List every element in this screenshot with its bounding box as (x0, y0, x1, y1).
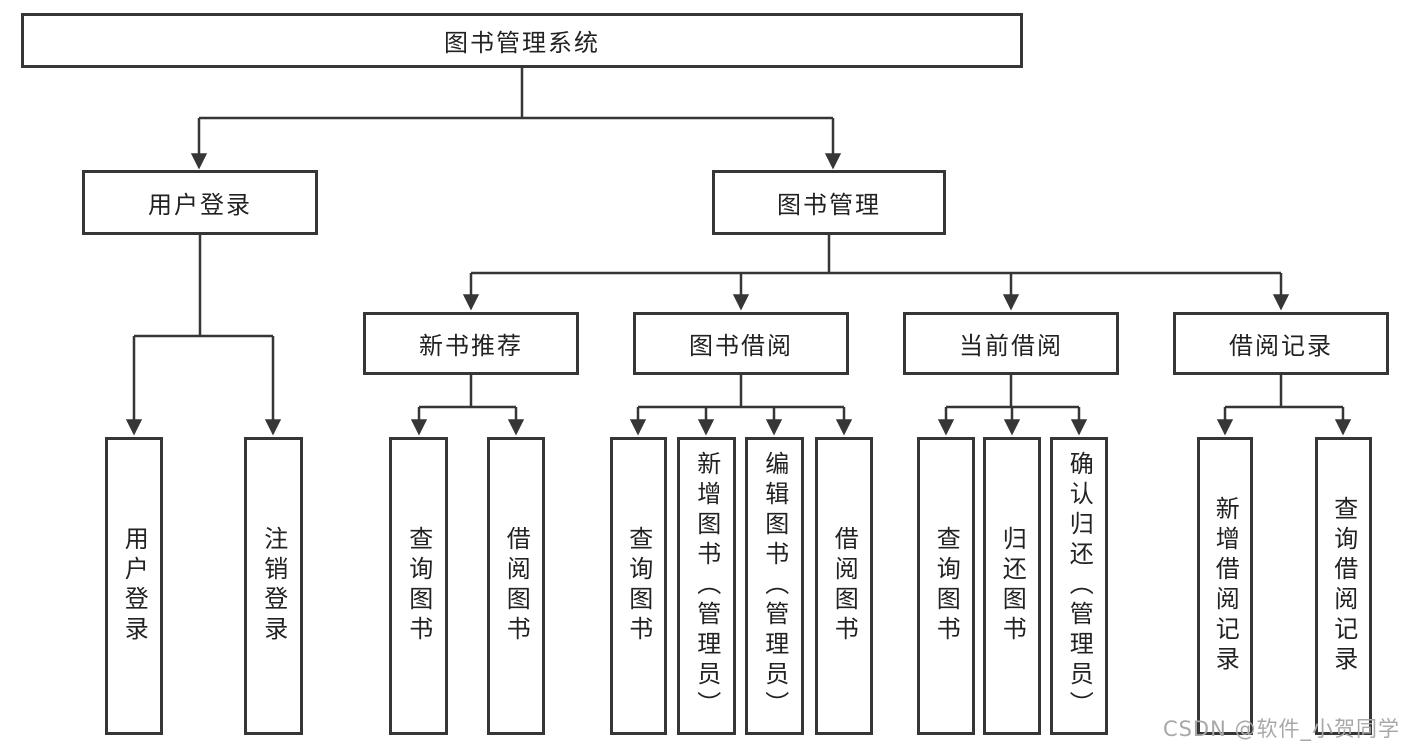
node-book-management-label: 图书管理 (777, 191, 881, 219)
leaf-add-borrow-record-label: 新增借阅记录 (1211, 496, 1240, 676)
node-current-borrowing: 当前借阅 (903, 312, 1119, 375)
leaf-query-books-current-label: 查询图书 (932, 526, 961, 646)
leaf-user-login-label: 用户登录 (120, 526, 149, 646)
leaf-query-borrow-record: 查询借阅记录 (1315, 437, 1372, 735)
leaf-borrow-books-recommend: 借阅图书 (487, 437, 545, 735)
node-book-borrowing: 图书借阅 (633, 312, 849, 375)
node-borrow-records: 借阅记录 (1173, 312, 1389, 375)
node-book-borrowing-label: 图书借阅 (689, 332, 793, 360)
leaf-borrow-books-label: 借阅图书 (830, 526, 859, 646)
node-current-borrowing-label: 当前借阅 (959, 332, 1063, 360)
leaf-logout-label: 注销登录 (259, 526, 288, 646)
leaf-borrow-books-recommend-label: 借阅图书 (502, 526, 531, 646)
leaf-add-books-admin: 新增图书（管理员） (677, 437, 736, 735)
leaf-query-books-current: 查询图书 (917, 437, 975, 735)
leaf-add-books-admin-label: 新增图书（管理员） (692, 451, 721, 721)
node-library-system-label: 图书管理系统 (444, 29, 600, 57)
leaf-query-books-recommend: 查询图书 (389, 437, 448, 735)
node-new-book-recommend: 新书推荐 (363, 312, 579, 375)
leaf-query-borrow-record-label: 查询借阅记录 (1329, 496, 1358, 676)
node-borrow-records-label: 借阅记录 (1229, 332, 1333, 360)
leaf-borrow-books: 借阅图书 (815, 437, 873, 735)
leaf-edit-books-admin: 编辑图书（管理员） (745, 437, 804, 735)
node-library-system: 图书管理系统 (21, 13, 1023, 68)
node-user-login-label: 用户登录 (148, 191, 252, 219)
leaf-query-books-recommend-label: 查询图书 (404, 526, 433, 646)
leaf-query-books-borrowing-label: 查询图书 (624, 526, 653, 646)
node-user-login: 用户登录 (82, 170, 318, 235)
leaf-logout: 注销登录 (244, 437, 303, 735)
node-new-book-recommend-label: 新书推荐 (419, 332, 523, 360)
leaf-confirm-return-admin-label: 确认归还（管理员） (1065, 451, 1094, 721)
leaf-edit-books-admin-label: 编辑图书（管理员） (760, 451, 789, 721)
leaf-query-books-borrowing: 查询图书 (610, 437, 667, 735)
leaf-user-login: 用户登录 (105, 437, 163, 735)
node-book-management: 图书管理 (712, 170, 946, 235)
csdn-watermark: CSDN @软件_小贺同学 (1162, 717, 1400, 741)
leaf-return-books-label: 归还图书 (998, 526, 1027, 646)
leaf-add-borrow-record: 新增借阅记录 (1197, 437, 1253, 735)
leaf-return-books: 归还图书 (983, 437, 1041, 735)
leaf-confirm-return-admin: 确认归还（管理员） (1050, 437, 1108, 735)
